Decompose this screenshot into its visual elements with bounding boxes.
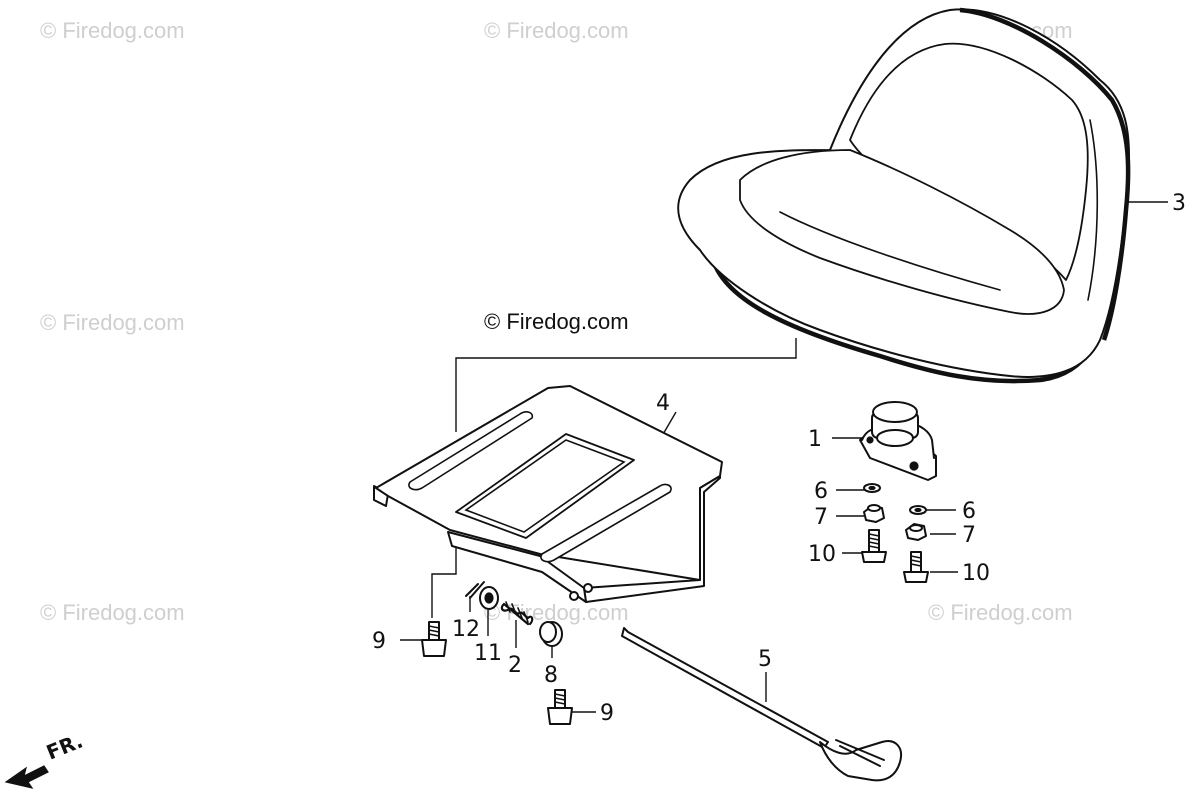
callout-spring: 2 — [508, 653, 522, 678]
seat-bracket — [859, 401, 937, 481]
watermark: © Firedog.com — [928, 600, 1073, 625]
spring — [500, 601, 534, 626]
copyright-text: © Firedog.com — [484, 309, 629, 334]
bolt-right — [903, 551, 929, 583]
callout-nut-left: 7 — [814, 505, 828, 530]
collar — [539, 621, 563, 647]
callout-bolt-lower: 9 — [600, 701, 614, 726]
watermark: © Firedog.com — [40, 310, 185, 335]
watermark: © Firedog.com — [40, 18, 185, 43]
watermark: © Firedog.com — [484, 18, 629, 43]
front-direction-indicator: FR. — [4, 729, 86, 789]
bolt-upper — [421, 621, 447, 657]
leader-lines — [400, 201, 1168, 713]
callout-nut-right: 7 — [962, 523, 976, 548]
pin — [465, 581, 485, 599]
watermark: © Firedog.com — [40, 600, 185, 625]
nut-right — [905, 523, 927, 541]
bolt-lower — [547, 689, 573, 725]
rod — [621, 627, 902, 782]
front-label: FR. — [43, 729, 86, 765]
watermark: © Firedog.com — [484, 600, 629, 625]
callout-bracket: 1 — [808, 427, 822, 452]
washer-right — [909, 505, 927, 515]
callout-seat: 3 — [1172, 191, 1186, 216]
front-arrow-icon — [4, 765, 49, 789]
seat — [677, 7, 1131, 384]
callout-washer-right: 6 — [962, 499, 976, 524]
bolt-left — [861, 529, 887, 563]
callout-bolt-upper: 9 — [372, 629, 386, 654]
callout-collar: 8 — [544, 663, 558, 688]
callout-bushing: 11 — [474, 641, 502, 666]
nut-left — [863, 504, 885, 523]
callout-seat-plate: 4 — [656, 391, 670, 416]
callout-rod: 5 — [758, 647, 772, 672]
callout-pin: 12 — [452, 617, 480, 642]
callout-washer-left: 6 — [814, 479, 828, 504]
callout-bolt-left: 10 — [808, 542, 836, 567]
bushing — [479, 586, 499, 610]
washer-left — [863, 483, 881, 493]
callout-labels: 3 4 1 6 6 7 7 10 10 12 11 2 8 9 9 5 — [372, 191, 1186, 726]
seat-plate — [373, 385, 723, 603]
callout-bolt-right: 10 — [962, 561, 990, 586]
